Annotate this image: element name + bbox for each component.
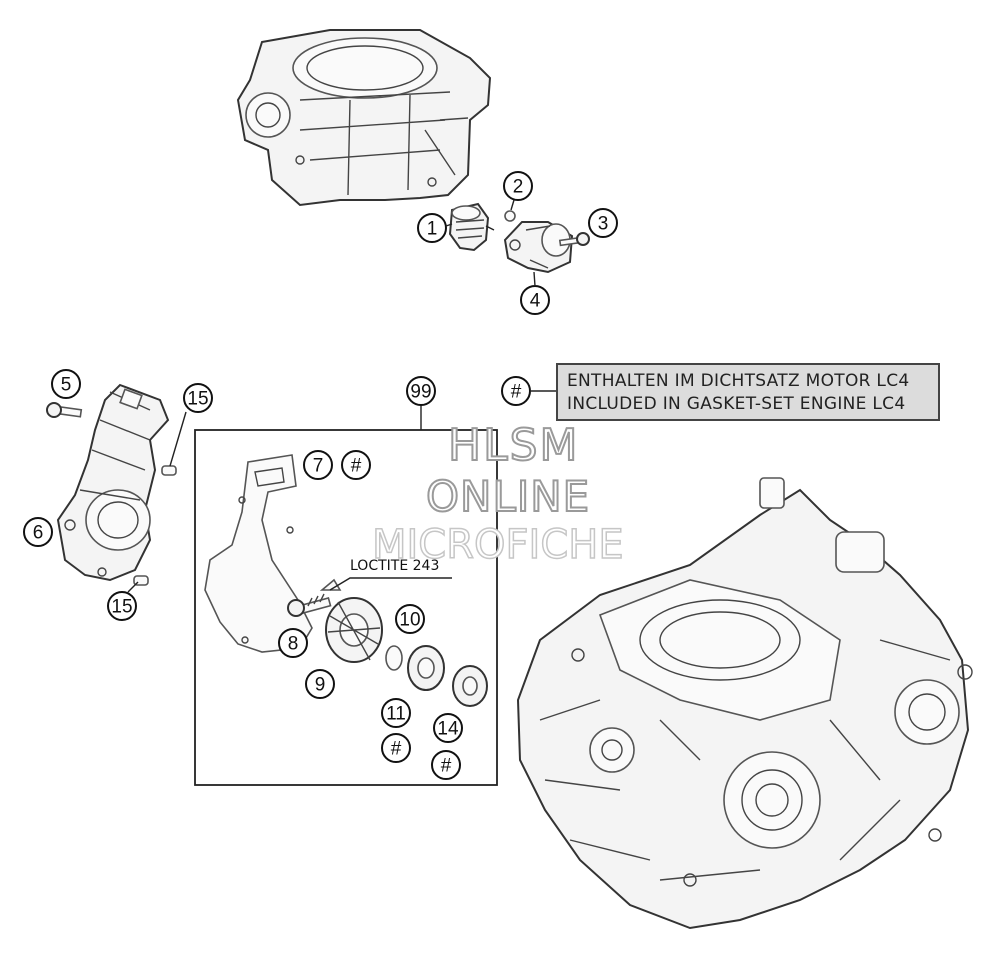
watermark-line-3: MICROFICHE [371, 521, 624, 569]
callout-14-marker-label: # [441, 756, 452, 777]
legend-marker-label: # [511, 382, 522, 403]
callout-15-upper: 15 [183, 383, 213, 413]
loctite-label: LOCTITE 243 [350, 558, 440, 574]
callout-9-label: 9 [315, 675, 326, 696]
callout-3: 3 [588, 208, 618, 238]
radial-seal-part [452, 665, 488, 707]
screw-part-3 [558, 232, 590, 247]
screw-part-5 [46, 402, 83, 418]
callout-99: 99 [406, 376, 436, 406]
engine-crankcase-part [516, 477, 973, 930]
callout-10: 10 [395, 604, 425, 634]
callout-1-label: 1 [427, 219, 438, 240]
callout-6-label: 6 [33, 523, 44, 544]
o-ring-part [504, 210, 516, 222]
dowel-pin-part-upper [161, 465, 177, 476]
legend-line-english: INCLUDED IN GASKET-SET ENGINE LC4 [567, 394, 906, 414]
callout-6: 6 [23, 517, 53, 547]
thermostat-housing-part [503, 221, 574, 274]
callout-14: 14 [433, 713, 463, 743]
callout-14-label: 14 [437, 719, 459, 740]
callout-5: 5 [51, 369, 81, 399]
callout-3-label: 3 [598, 214, 609, 235]
callout-4-label: 4 [530, 291, 541, 312]
gasket-part [204, 454, 313, 653]
callout-7-marker-label: # [351, 456, 362, 477]
callout-2-label: 2 [513, 177, 524, 198]
callout-11-gasket-marker: # [381, 733, 411, 763]
watermark-line-1: HLSM [447, 419, 580, 472]
callout-11-label: 11 [386, 704, 406, 725]
legend-marker: # [501, 376, 531, 406]
watermark-line-2: ONLINE [425, 471, 591, 522]
callout-7: 7 [303, 450, 333, 480]
callout-7-label: 7 [313, 456, 324, 477]
callout-99-label: 99 [410, 382, 431, 403]
gasket-set-legend: ENTHALTEN IM DICHTSATZ MOTOR LC4 INCLUDE… [556, 363, 940, 421]
callout-11: 11 [381, 698, 411, 728]
impeller-part [325, 597, 383, 663]
callout-1: 1 [417, 213, 447, 243]
callout-8: 8 [278, 628, 308, 658]
callout-15-upper-label: 15 [187, 389, 208, 410]
callout-4: 4 [520, 285, 550, 315]
callout-10-label: 10 [399, 610, 420, 631]
water-pump-cover-part [56, 383, 170, 582]
callout-15-lower-label: 15 [111, 597, 132, 618]
callout-9: 9 [305, 669, 335, 699]
callout-2: 2 [503, 171, 533, 201]
callout-7-gasket-marker: # [341, 450, 371, 480]
cylinder-part [236, 29, 492, 207]
callout-11-marker-label: # [391, 739, 402, 760]
legend-line-german: ENTHALTEN IM DICHTSATZ MOTOR LC4 [567, 371, 910, 391]
shaft-seal-part [407, 645, 445, 691]
callout-14-gasket-marker: # [431, 750, 461, 780]
callout-15-lower: 15 [107, 591, 137, 621]
seal-ring-part [385, 645, 403, 671]
callout-8-label: 8 [288, 634, 299, 655]
thermostat-part [448, 202, 495, 252]
callout-5-label: 5 [61, 375, 72, 396]
repair-kit-frame [194, 429, 498, 786]
